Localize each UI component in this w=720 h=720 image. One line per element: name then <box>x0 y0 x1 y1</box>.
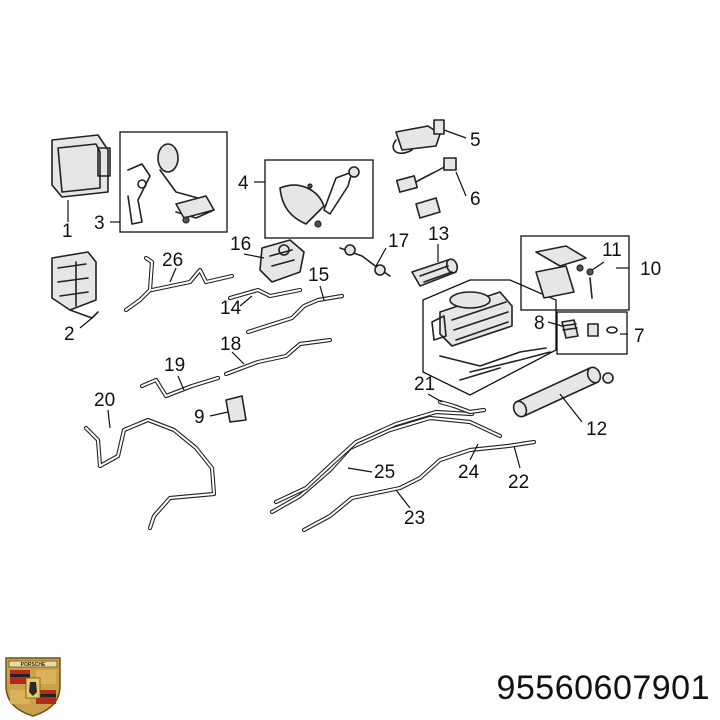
compressor-bracket-part <box>439 347 551 381</box>
callout-20: 20 <box>94 390 115 411</box>
callout-12: 12 <box>586 419 607 440</box>
callout-15: 15 <box>308 265 329 286</box>
clip-bracket-part <box>225 395 247 423</box>
relay-bracket-part <box>535 245 594 299</box>
group-box-compressor <box>422 279 557 396</box>
callout-4: 4 <box>238 173 249 194</box>
callout-21: 21 <box>414 374 435 395</box>
logo-wordmark: PORSCHE <box>21 662 46 668</box>
callout-1: 1 <box>62 221 73 242</box>
callout-6: 6 <box>470 189 481 210</box>
callout-14: 14 <box>220 298 242 319</box>
fitting-part <box>339 244 391 277</box>
control-module-part <box>51 134 111 198</box>
callout-16: 16 <box>230 234 251 255</box>
sensor-harness-part <box>392 119 445 155</box>
level-sensor-part <box>127 143 215 225</box>
callout-23: 23 <box>404 508 425 529</box>
callout-24: 24 <box>458 462 480 483</box>
group-box-10 <box>520 235 630 311</box>
callout-2: 2 <box>64 324 75 345</box>
porsche-crest-icon: PORSCHE <box>5 657 61 717</box>
callout-13: 13 <box>428 224 449 245</box>
callout-11: 11 <box>602 240 622 261</box>
bushing-set-part <box>561 319 618 339</box>
valve-block-part <box>259 239 305 283</box>
callout-9: 9 <box>194 407 205 428</box>
air-lines <box>83 255 537 533</box>
callout-8: 8 <box>534 313 545 334</box>
callout-7: 7 <box>634 326 645 347</box>
callout-17: 17 <box>388 231 409 252</box>
group-box-3 <box>119 131 228 233</box>
callout-18: 18 <box>220 334 241 355</box>
reservoir-part <box>512 366 614 418</box>
cable-connector-part <box>395 157 457 219</box>
callout-26: 26 <box>162 250 183 271</box>
group-box-7 <box>556 311 628 355</box>
part-number: 95560607901 <box>496 669 710 707</box>
callout-22: 22 <box>508 472 529 493</box>
bracket-part <box>51 251 99 319</box>
leader-lines <box>67 129 629 509</box>
filter-part <box>411 258 459 287</box>
sensor-bracket-part <box>279 166 360 228</box>
compressor-part <box>431 291 513 347</box>
group-box-4 <box>264 159 374 239</box>
callouts: 1 2 3 4 5 6 7 8 9 10 11 12 13 14 15 16 1… <box>62 130 661 529</box>
callout-19: 19 <box>164 355 185 376</box>
callout-5: 5 <box>470 130 481 151</box>
callout-10: 10 <box>640 259 661 280</box>
callout-25: 25 <box>374 462 395 483</box>
callout-3: 3 <box>94 213 105 234</box>
